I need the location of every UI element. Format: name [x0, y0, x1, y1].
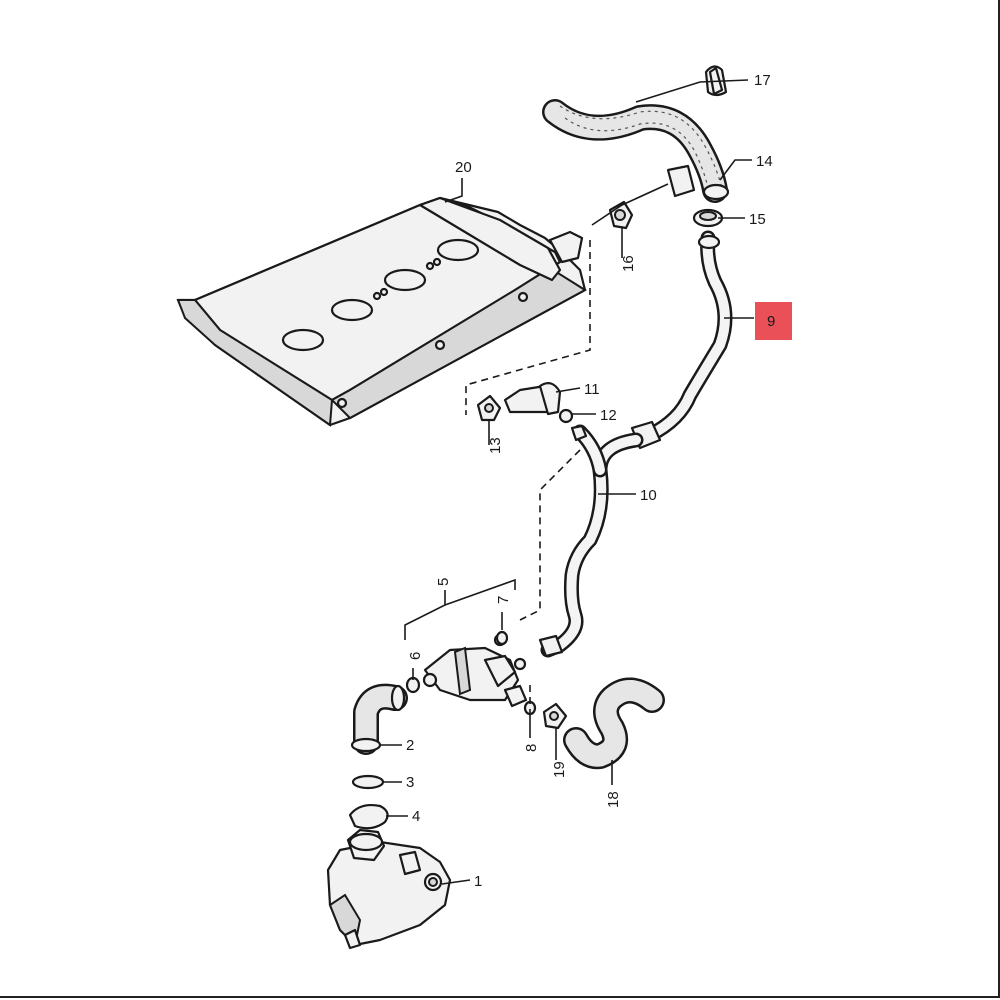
o-ring-7 [495, 630, 509, 646]
callout-1: 1 [474, 873, 482, 890]
elbow-fitting-11 [503, 381, 562, 416]
clamp-15 [692, 208, 724, 228]
callout-6: 6 [407, 652, 424, 660]
callout-10: 10 [640, 487, 657, 504]
callout-7: 7 [495, 596, 512, 604]
callout-5: 5 [435, 578, 452, 586]
callout-9-highlight [755, 302, 792, 340]
dashed-connection-lines [465, 240, 591, 720]
gasket-4 [348, 803, 389, 830]
seal-ring-3 [351, 774, 385, 790]
callout-18: 18 [605, 791, 622, 808]
callout-12: 12 [600, 407, 617, 424]
callout-labels: 20 17 14 15 16 9 10 11 12 13 5 6 7 8 2 3… [406, 72, 775, 890]
breather-hose-large [542, 99, 730, 203]
callout-16: 16 [620, 255, 637, 272]
clamp-12 [558, 408, 588, 442]
callout-9: 9 [767, 313, 775, 330]
callout-4: 4 [412, 808, 420, 825]
breather-hose-9 [630, 230, 733, 450]
callout-15: 15 [749, 211, 766, 228]
callout-3: 3 [406, 774, 414, 791]
breather-hose-10 [538, 424, 644, 658]
o-ring-6 [405, 676, 421, 694]
callout-13: 13 [487, 437, 504, 454]
callout-11: 11 [584, 381, 600, 398]
formed-hose-18 [563, 677, 665, 770]
clamp-19 [542, 702, 568, 730]
callout-17: 17 [754, 72, 771, 89]
valve-cover [176, 196, 587, 427]
clamp-13 [476, 394, 502, 422]
callout-2: 2 [406, 737, 414, 754]
pump-housing-1 [326, 828, 452, 950]
leader-lines [380, 79, 754, 885]
elbow-hose-2 [350, 683, 408, 755]
callout-19: 19 [551, 761, 568, 778]
callout-14: 14 [756, 153, 773, 170]
valve-assembly-5 [422, 633, 528, 708]
callout-8: 8 [523, 744, 540, 752]
callout-20: 20 [455, 159, 472, 176]
